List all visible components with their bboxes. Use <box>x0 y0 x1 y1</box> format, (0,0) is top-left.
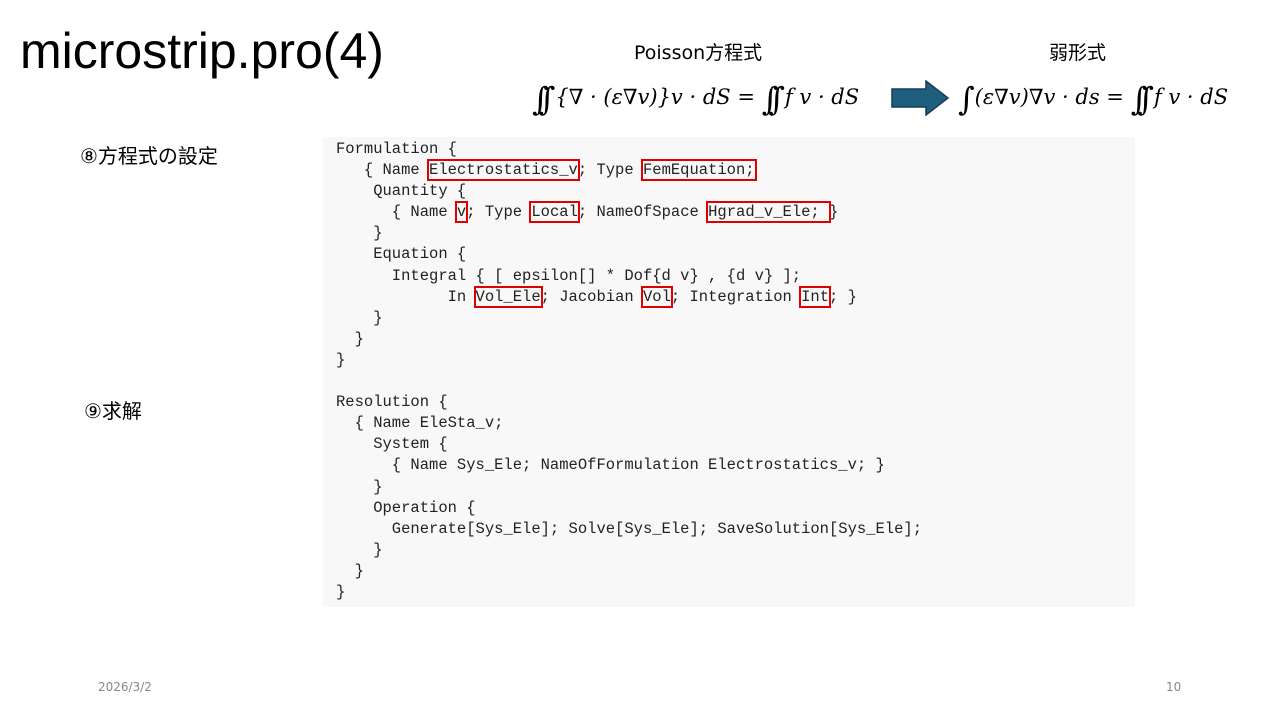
code-line: Resolution { <box>336 392 922 413</box>
code-text: } <box>336 582 346 601</box>
highlighted-code-token: FemEquation; <box>640 159 757 182</box>
code-text: { Name <box>336 161 430 180</box>
code-line: Formulation { <box>336 139 922 160</box>
footer-date: 2026/3/2 <box>98 680 152 694</box>
weak-form-label: 弱形式 <box>1049 42 1107 64</box>
code-line: } <box>336 223 922 244</box>
code-text: { Name <box>336 203 457 222</box>
highlighted-code-token: Hgrad_v_Ele; <box>706 201 832 224</box>
slide-title: microstrip.pro(4) <box>20 23 384 79</box>
arrow-right-icon <box>891 80 950 116</box>
slide-number: 10 <box>1166 680 1182 694</box>
code-text: } <box>336 540 383 559</box>
code-text: Generate[Sys_Ele]; Solve[Sys_Ele]; SaveS… <box>336 519 922 538</box>
code-line: } <box>336 329 922 350</box>
highlighted-code-token: Local <box>529 201 580 224</box>
code-text: ; Integration <box>670 287 802 306</box>
code-text: ; } <box>829 287 857 306</box>
code-text: Equation { <box>336 245 467 264</box>
code-text: { Name EleSta_v; <box>336 414 504 433</box>
code-text <box>336 372 345 390</box>
code-block: Formulation { { Name Electrostatics_v; T… <box>336 139 922 603</box>
code-line: { Name EleSta_v; <box>336 413 922 434</box>
poisson-equation: ∫∫{∇ · (ε∇v)}v · dS = ∫∫f v · dS <box>532 80 860 118</box>
code-line: } <box>336 582 922 603</box>
code-line: System { <box>336 434 922 455</box>
code-text: Quantity { <box>336 182 467 201</box>
code-text: Formulation { <box>336 140 457 158</box>
code-text: System { <box>336 435 448 454</box>
code-line: } <box>336 308 922 329</box>
code-text: In <box>336 287 476 306</box>
code-text: Operation { <box>336 498 476 517</box>
poisson-rhs: f v · dS <box>784 85 860 109</box>
code-block-background <box>323 137 1135 607</box>
code-text: ; Type <box>466 203 532 222</box>
code-text: } <box>336 477 383 496</box>
highlighted-code-token: v <box>454 201 469 224</box>
section-resolution-label: ⑨求解 <box>84 399 142 423</box>
code-line: Generate[Sys_Ele]; Solve[Sys_Ele]; SaveS… <box>336 519 922 540</box>
highlighted-code-token: Electrostatics_v <box>427 159 580 182</box>
code-text: ; Jacobian <box>540 287 643 306</box>
code-text: } <box>336 561 364 580</box>
highlighted-code-token: Vol <box>640 285 673 308</box>
code-line: { Name Electrostatics_v; Type FemEquatio… <box>336 159 922 182</box>
code-line: } <box>336 350 922 371</box>
code-line: } <box>336 540 922 561</box>
code-line: In Vol_Ele; Jacobian Vol; Integration In… <box>336 285 922 308</box>
weak-rhs: f v · dS <box>1153 85 1229 109</box>
code-text: ; Type <box>577 161 643 180</box>
code-line: Quantity { <box>336 181 922 202</box>
highlighted-code-token: Int <box>799 285 832 308</box>
highlighted-code-token: Vol_Ele <box>473 285 543 308</box>
code-text: { Name Sys_Ele; NameOfFormulation Electr… <box>336 456 885 475</box>
code-text: } <box>336 224 383 243</box>
poisson-label: Poisson方程式 <box>634 42 763 64</box>
code-line: Integral { [ epsilon[] * Dof{d v} , {d v… <box>336 266 922 287</box>
code-text: Integral { [ epsilon[] * Dof{d v} , {d v… <box>336 266 802 285</box>
weak-lhs: (ε∇v)∇v · ds = <box>974 85 1124 109</box>
code-line <box>336 371 922 392</box>
code-line: Equation { <box>336 244 922 265</box>
section-formulation-label: ⑧方程式の設定 <box>80 144 218 168</box>
code-text: ; NameOfSpace <box>577 203 709 222</box>
code-line: } <box>336 561 922 582</box>
code-text: } <box>336 350 346 369</box>
code-line: Operation { <box>336 498 922 519</box>
code-text: } <box>336 329 364 348</box>
code-line: { Name v; Type Local; NameOfSpace Hgrad_… <box>336 201 922 224</box>
code-line: { Name Sys_Ele; NameOfFormulation Electr… <box>336 455 922 476</box>
code-line: } <box>336 477 922 498</box>
weak-form-equation: ∫(ε∇v)∇v · ds = ∫∫f v · dS <box>958 80 1229 118</box>
code-text: Resolution { <box>336 393 448 412</box>
code-text: } <box>336 308 383 327</box>
poisson-lhs: {∇ · (ε∇v)}v · dS = <box>555 85 755 109</box>
code-text: } <box>829 203 839 222</box>
